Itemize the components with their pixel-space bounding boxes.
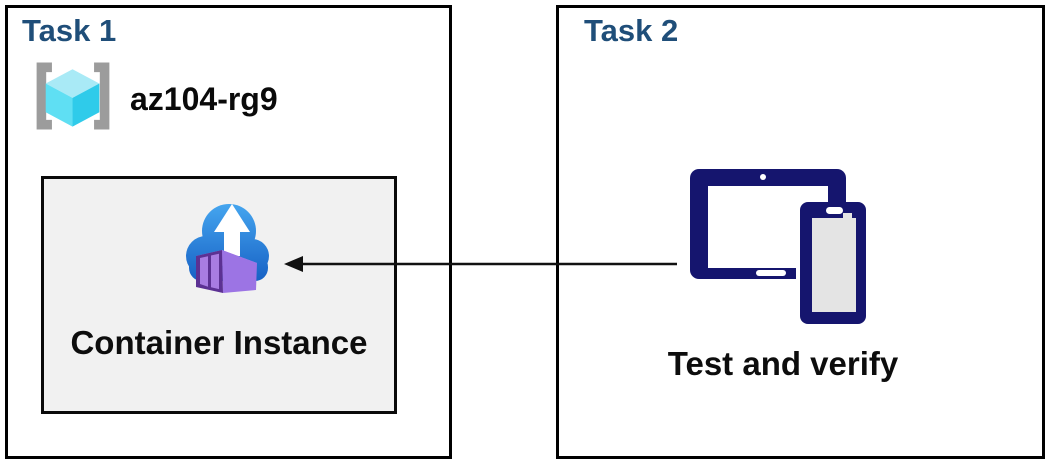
upload-arrow-icon [214, 204, 250, 256]
cyan-cube-shape [45, 69, 100, 127]
azure-container-instance-icon [186, 204, 269, 293]
task1-title: Task 1 [22, 13, 117, 48]
azure-resource-group-icon [36, 62, 110, 130]
task2-title: Task 2 [584, 13, 679, 48]
tablet-home-bar [756, 270, 786, 276]
tablet-camera-dot [760, 174, 766, 180]
phone-shape [796, 178, 870, 330]
container-box-shape [196, 250, 257, 293]
left-bracket-shape [36, 62, 52, 130]
phone-screen [812, 218, 856, 312]
phone-speaker-slot [826, 207, 843, 214]
tablet-phone-devices-icon [690, 169, 870, 330]
right-bracket-shape [94, 62, 110, 130]
container-instance-label: Container Instance [70, 324, 368, 361]
test-and-verify-label: Test and verify [667, 345, 899, 382]
resource-group-name: az104-rg9 [130, 81, 278, 117]
